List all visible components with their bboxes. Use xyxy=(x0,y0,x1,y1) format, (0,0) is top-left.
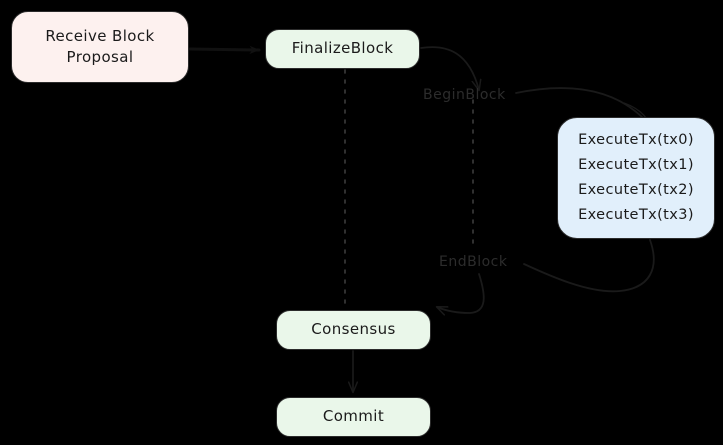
node-finalize-block-label: FinalizeBlock xyxy=(291,39,394,58)
node-finalize-block[interactable]: FinalizeBlock xyxy=(265,29,420,69)
edge-receive-to-finalize xyxy=(188,45,261,54)
node-commit[interactable]: Commit xyxy=(276,397,431,437)
node-commit-label: Commit xyxy=(322,407,385,426)
edge-finalize-to-beginblock xyxy=(420,46,479,90)
edge-endblock-to-consensus xyxy=(437,273,485,313)
edge-label-end-block: EndBlock xyxy=(439,254,508,270)
edge-label-begin-block: BeginBlock xyxy=(423,87,506,103)
node-consensus[interactable]: Consensus xyxy=(276,310,431,350)
node-receive-block-proposal-label: Receive Block Proposal xyxy=(45,26,155,66)
node-consensus-label: Consensus xyxy=(311,320,396,339)
node-receive-block-proposal[interactable]: Receive Block Proposal xyxy=(11,11,189,83)
edge-executetx-to-endblock xyxy=(523,239,655,293)
node-execute-tx-list-label: ExecuteTx(tx0) ExecuteTx(tx1) ExecuteTx(… xyxy=(578,132,694,223)
node-execute-tx-list[interactable]: ExecuteTx(tx0) ExecuteTx(tx1) ExecuteTx(… xyxy=(557,117,715,239)
